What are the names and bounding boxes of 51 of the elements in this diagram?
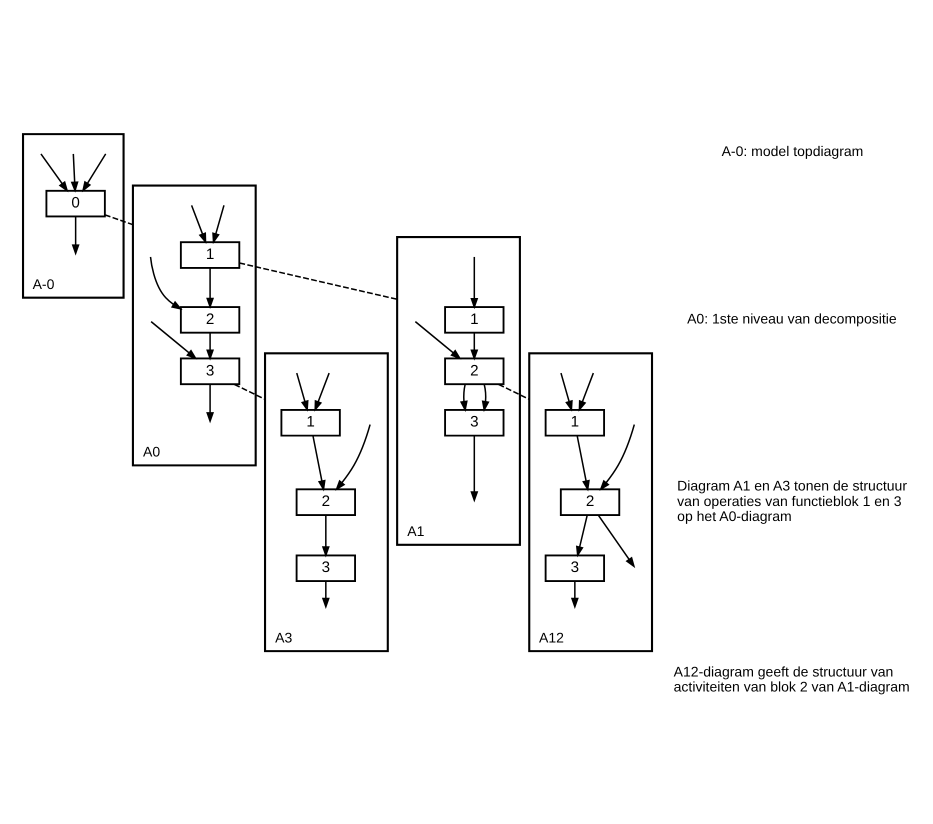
arrow xyxy=(206,332,214,360)
label: A-0: model topdiagram xyxy=(721,142,863,158)
arrow xyxy=(296,372,308,412)
node-box: 3 xyxy=(444,408,504,436)
arrow xyxy=(481,384,490,412)
arrow xyxy=(570,580,578,608)
arrow xyxy=(314,372,330,412)
arrow xyxy=(470,256,478,309)
arrow xyxy=(321,580,330,608)
arrow xyxy=(212,204,224,244)
arrow xyxy=(470,435,478,502)
arrow xyxy=(575,514,588,557)
arrow xyxy=(470,332,478,360)
arrow xyxy=(81,153,106,192)
connector xyxy=(104,214,133,225)
label: Diagram A1 en A3 tonen de structuur van operaties van functieblok 1 en 3 op het A0-diagram xyxy=(676,477,906,524)
arrow xyxy=(190,204,206,244)
node-box: 1 xyxy=(444,306,504,334)
node-box: 1 xyxy=(280,408,340,436)
node-box: 3 xyxy=(179,357,240,385)
node-box: 2 xyxy=(444,357,504,385)
node-box: 2 xyxy=(295,488,356,516)
node-box: 3 xyxy=(295,554,356,582)
connector xyxy=(234,383,265,400)
arrow xyxy=(578,372,594,412)
arrow xyxy=(576,434,590,491)
node-box: 2 xyxy=(179,306,240,334)
arrow xyxy=(597,514,635,568)
arrow xyxy=(321,514,330,557)
arrow xyxy=(598,424,635,490)
arrow xyxy=(334,424,370,490)
arrow xyxy=(206,384,214,423)
label: A0: 1ste niveau van decompositie xyxy=(686,310,896,326)
arrow xyxy=(71,216,80,256)
arrow xyxy=(70,153,78,192)
arrow xyxy=(560,372,572,412)
node-box: 1 xyxy=(179,240,240,268)
arrow xyxy=(459,384,468,412)
node-box: 0 xyxy=(44,189,106,217)
connector xyxy=(238,262,397,300)
node-box: 3 xyxy=(544,554,605,582)
node-box: 2 xyxy=(559,488,620,516)
arrow xyxy=(414,320,461,360)
arrow xyxy=(150,320,197,360)
arrow xyxy=(149,256,182,310)
label: A12-diagram geeft de structuur van activiteiten van blok 2 van A1-diagram xyxy=(673,662,910,694)
arrow xyxy=(206,268,214,308)
node-box: 1 xyxy=(544,408,605,436)
connector xyxy=(498,383,530,400)
arrow xyxy=(312,434,326,491)
arrow xyxy=(40,152,68,192)
